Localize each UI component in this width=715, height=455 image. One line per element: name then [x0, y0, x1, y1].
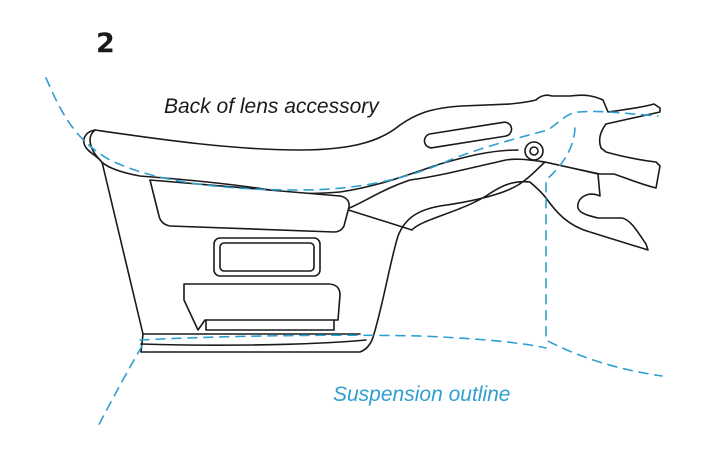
- step-number: 2: [96, 28, 115, 59]
- lens-accessory: [83, 94, 661, 353]
- suspension-line-middle: [545, 127, 663, 377]
- suspension-outline: [45, 77, 663, 431]
- accessory-pivot-inner: [529, 146, 539, 156]
- accessory-lower-step: [183, 283, 341, 331]
- accessory-pad-inner: [219, 242, 315, 272]
- accessory-window-top: [149, 179, 350, 233]
- suspension-outline-label: Suspension outline: [333, 383, 511, 406]
- accessory-pad: [213, 237, 321, 277]
- accessory-base-rim: [140, 333, 367, 346]
- suspension-line-left: [95, 345, 143, 431]
- suspension-line-bottom: [139, 334, 547, 349]
- lens-accessory-label: Back of lens accessory: [164, 95, 379, 118]
- accessory-slot: [423, 121, 513, 149]
- accessory-lower-step-edge: [205, 319, 335, 331]
